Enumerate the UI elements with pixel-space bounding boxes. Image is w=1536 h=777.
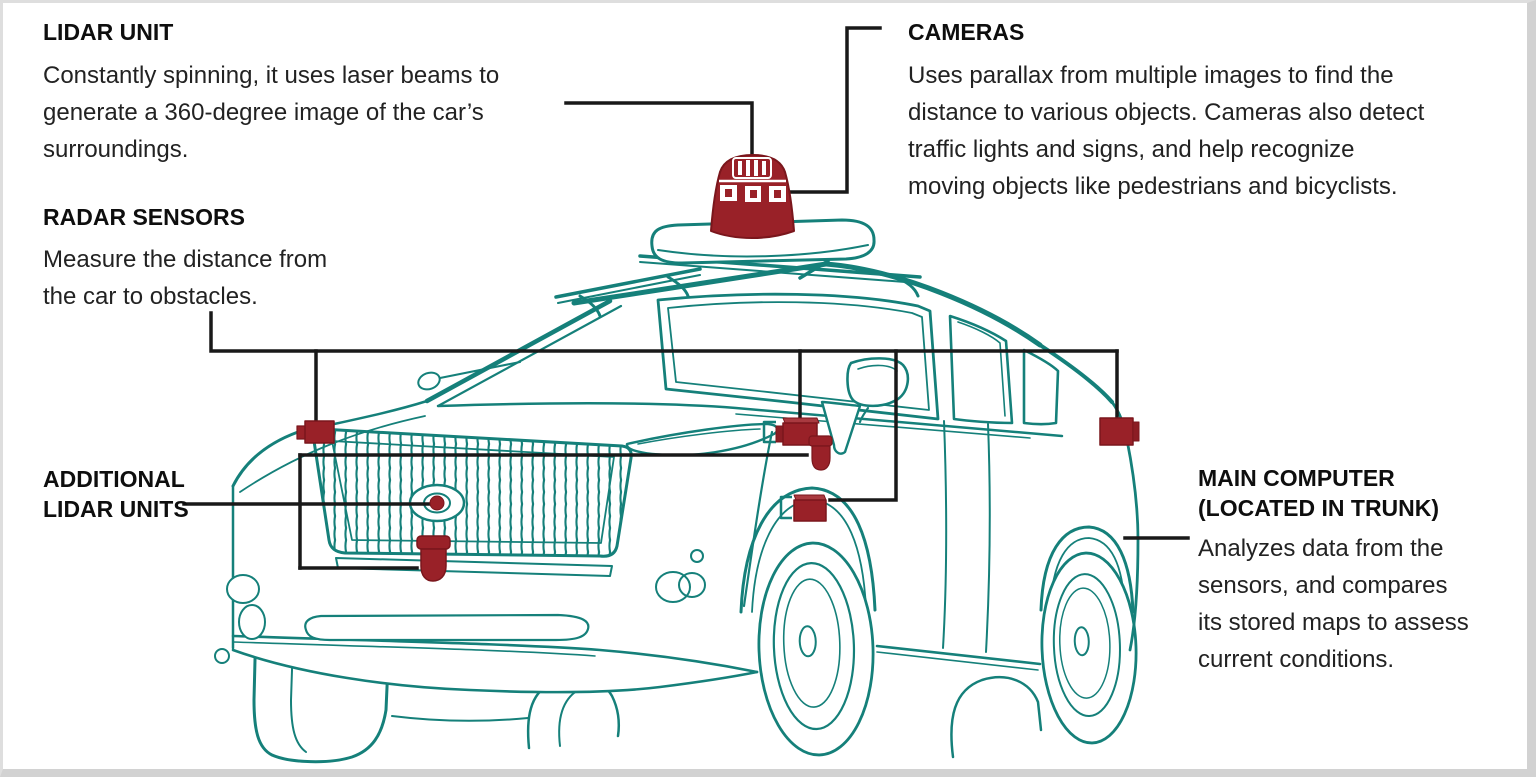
main-computer-text-line: Analyzes data from the bbox=[1198, 535, 1444, 562]
car-illustration bbox=[214, 218, 1140, 764]
roof-lidar-dome bbox=[710, 154, 795, 239]
fog-lights-left bbox=[214, 574, 266, 664]
additional-lidar-title-line: ADDITIONAL bbox=[43, 466, 185, 492]
side-mirror-lidar-cylinder bbox=[808, 435, 833, 471]
radar-sensors-text-line: Measure the distance from bbox=[43, 246, 328, 273]
headlight bbox=[625, 422, 779, 608]
main-computer-title-line: MAIN COMPUTER bbox=[1198, 465, 1395, 491]
lidar-unit-title: LIDAR UNIT bbox=[43, 19, 174, 45]
callout-line-cameras bbox=[788, 26, 882, 194]
radar-sensors-title: RADAR SENSORS bbox=[43, 204, 245, 230]
rear-radar-box bbox=[1099, 417, 1140, 446]
rocker-panel bbox=[875, 644, 1042, 671]
callout-lidar-unit: LIDAR UNIT Constantly spinning, it uses … bbox=[43, 17, 499, 168]
cameras-text-line: traffic lights and signs, and help recog… bbox=[908, 136, 1355, 163]
lidar-unit-text-line: Constantly spinning, it uses laser beams… bbox=[43, 62, 500, 89]
grille-lidar-dot bbox=[429, 495, 445, 511]
rear-door-window bbox=[948, 314, 1014, 425]
callout-cameras: CAMERAS Uses parallax from multiple imag… bbox=[908, 17, 1424, 205]
main-computer-text-line: its stored maps to assess bbox=[1198, 609, 1469, 636]
main-computer-text-line: sensors, and compares bbox=[1198, 572, 1448, 599]
far-rear-wheel bbox=[950, 675, 1043, 759]
fog-lights-right bbox=[655, 549, 706, 603]
front-lower-lidar-cylinder bbox=[416, 535, 451, 582]
cameras-text-line: distance to various objects. Cameras als… bbox=[908, 99, 1425, 126]
roof-pod bbox=[650, 218, 876, 265]
main-computer-title-line: (LOCATED IN TRUNK) bbox=[1198, 495, 1440, 521]
grille bbox=[312, 427, 633, 577]
callout-additional-lidar: ADDITIONAL LIDAR UNITS bbox=[43, 464, 189, 524]
callout-radar-sensors: RADAR SENSORS Measure the distance from … bbox=[43, 202, 327, 315]
callout-main-computer: MAIN COMPUTER (LOCATED IN TRUNK) Analyze… bbox=[1198, 463, 1469, 678]
lidar-unit-text-line: surroundings. bbox=[43, 136, 189, 163]
main-computer-text-line: current conditions. bbox=[1198, 646, 1395, 673]
door-seams bbox=[942, 420, 991, 653]
side-mirror bbox=[820, 357, 910, 455]
radar-sensors-text-line: the car to obstacles. bbox=[43, 283, 258, 310]
front-bumper bbox=[231, 613, 759, 722]
front-wheel bbox=[757, 541, 875, 757]
quarter-window bbox=[1022, 348, 1060, 426]
callout-line-radar bbox=[209, 311, 1119, 502]
additional-lidar-title-line: LIDAR UNITS bbox=[43, 496, 189, 522]
front-bumper-radar bbox=[296, 420, 335, 444]
callout-line-lidar bbox=[564, 101, 754, 160]
cameras-text-line: moving objects like pedestrians and bicy… bbox=[908, 173, 1398, 200]
callout-line-additional-lidar bbox=[182, 453, 809, 570]
cameras-text-line: Uses parallax from multiple images to fi… bbox=[908, 62, 1394, 89]
lidar-unit-text-line: generate a 360-degree image of the car’s bbox=[43, 99, 484, 126]
side-lower-radar-box bbox=[779, 494, 827, 522]
rear-wheel-arch bbox=[1039, 525, 1135, 614]
rear-wheel bbox=[1040, 551, 1138, 745]
cameras-title: CAMERAS bbox=[908, 19, 1025, 45]
